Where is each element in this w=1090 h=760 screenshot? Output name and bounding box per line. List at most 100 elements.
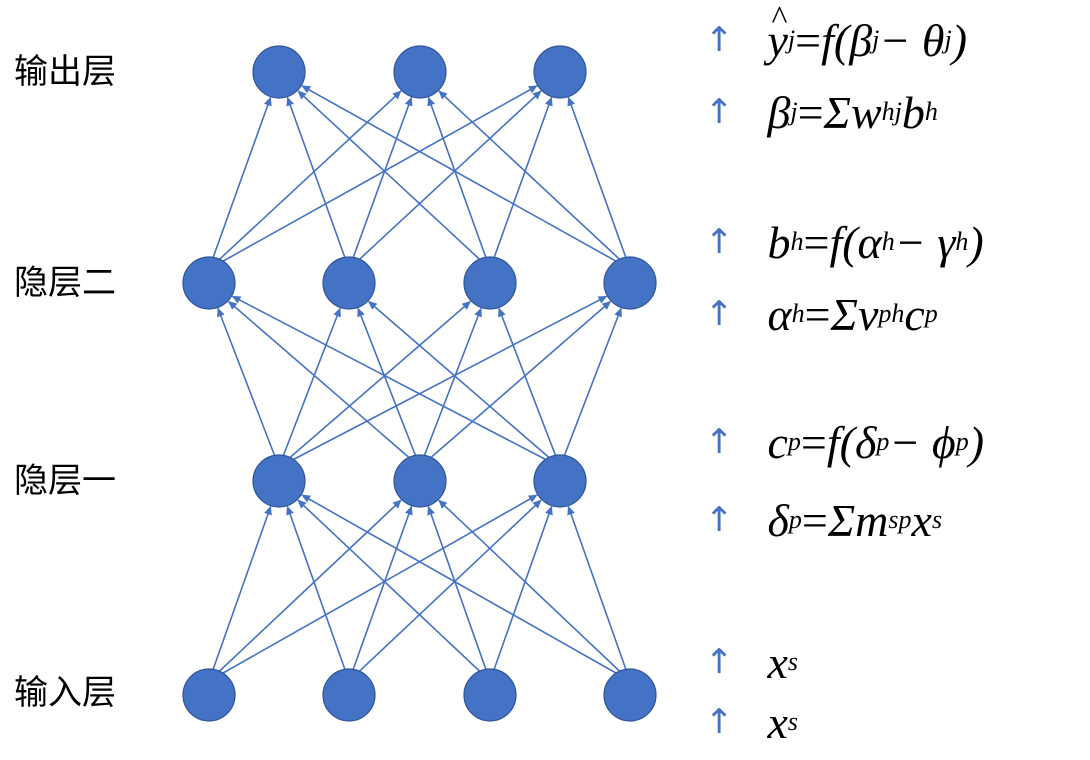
subscript: p: [924, 299, 938, 328]
edge-hidden2-output-1-0: [286, 96, 350, 270]
node-output-2: [533, 45, 587, 99]
edge-hidden2-output-0-0: [208, 96, 272, 270]
formula-part: c: [904, 288, 925, 340]
neurons: [182, 45, 657, 722]
node-hidden2-2: [463, 256, 517, 310]
subscript: h: [955, 227, 969, 256]
formula-part: f(α: [829, 216, 882, 268]
edge-hidden2-output-0-2: [208, 85, 538, 270]
up-arrow-icon: ↑: [705, 20, 734, 60]
formula-part: − ϕ: [889, 416, 956, 468]
connections: [208, 85, 631, 682]
formula-part: x: [767, 696, 788, 748]
formula-part: c: [767, 416, 788, 468]
formula-part: f(δ: [826, 416, 877, 468]
subscript: h: [924, 97, 938, 126]
subscript: s: [931, 505, 943, 534]
subscript: h: [881, 227, 895, 256]
edge-input-hidden1-3-2: [567, 505, 631, 682]
node-hidden2-0: [182, 256, 236, 310]
formula-part: x: [911, 494, 932, 546]
up-arrow-icon: ↑: [705, 500, 734, 540]
node-hidden1-1: [393, 454, 447, 508]
edge-hidden1-hidden2-2-3: [559, 307, 622, 468]
layer-label-output: 输出层: [14, 52, 116, 92]
node-input-1: [322, 668, 376, 722]
node-input-3: [603, 668, 657, 722]
edge-input-hidden1-3-0: [301, 494, 631, 682]
formula-part: δ: [767, 494, 789, 546]
subscript: ph: [878, 299, 905, 328]
subscript: h: [790, 227, 804, 256]
y-hat: y: [768, 0, 788, 67]
formula-part: Σv: [830, 288, 879, 340]
equals: =: [797, 86, 824, 138]
node-hidden1-2: [533, 454, 587, 508]
equals: =: [801, 494, 828, 546]
edge-hidden2-output-1-1: [348, 96, 413, 270]
edge-hidden2-output-3-2: [567, 96, 631, 270]
formula-part: b: [901, 86, 925, 138]
subscript: p: [788, 505, 802, 534]
layer-label-hidden2: 隐层二: [14, 263, 116, 303]
edge-input-hidden1-2-2: [489, 505, 553, 682]
subscript: p: [876, 427, 890, 456]
edge-hidden1-hidden2-0-2: [278, 300, 472, 468]
formula-part: Σw: [823, 86, 882, 138]
up-arrow-icon: ↑: [705, 702, 734, 742]
edge-input-hidden1-1-1: [348, 505, 413, 682]
subscript: j: [787, 25, 796, 54]
formula-part: Σm: [827, 494, 889, 546]
edge-input-hidden1-1-2: [348, 499, 542, 682]
edge-hidden2-output-0-1: [208, 90, 402, 270]
formula-part: f(β: [821, 14, 873, 66]
formula-part: α: [767, 288, 792, 340]
up-arrow-icon: ↑: [705, 642, 734, 682]
formula-output: ↑ yj = f(βj − θj ): [705, 0, 967, 70]
node-input-2: [463, 668, 517, 722]
subscript: s: [787, 707, 799, 736]
subscript: j: [872, 25, 880, 54]
node-output-0: [252, 45, 306, 99]
edge-input-hidden1-3-1: [438, 499, 631, 682]
formula-part: ): [968, 416, 985, 468]
edge-hidden1-hidden2-1-1: [357, 307, 421, 468]
formula-part: − θ: [879, 14, 945, 66]
edge-input-hidden1-0-2: [208, 494, 538, 682]
edge-input-hidden1-0-1: [208, 499, 402, 682]
edge-input-hidden1-0-0: [208, 505, 272, 682]
node-hidden2-3: [603, 256, 657, 310]
subscript: p: [955, 427, 969, 456]
equals: =: [795, 14, 822, 66]
edge-hidden1-hidden2-2-2: [498, 307, 561, 468]
subscript: hj: [881, 97, 902, 126]
node-hidden1-0: [252, 454, 306, 508]
up-arrow-icon: ↑: [705, 92, 734, 132]
up-arrow-icon: ↑: [705, 294, 734, 334]
edge-hidden1-hidden2-0-0: [217, 307, 280, 468]
formula-part: b: [767, 216, 791, 268]
edge-hidden2-output-2-0: [297, 90, 491, 270]
subscript: sp: [888, 505, 912, 534]
edge-hidden1-hidden2-1-3: [419, 300, 612, 468]
edge-hidden2-output-3-0: [301, 85, 631, 270]
subscript: h: [791, 299, 805, 328]
edge-hidden2-output-2-2: [489, 96, 553, 270]
equals: =: [800, 416, 827, 468]
node-input-0: [182, 668, 236, 722]
edge-hidden1-hidden2-2-1: [367, 300, 561, 468]
edge-hidden1-hidden2-0-3: [278, 295, 608, 468]
up-arrow-icon: ↑: [705, 422, 734, 462]
equals: =: [804, 288, 831, 340]
subscript: p: [787, 427, 801, 456]
node-hidden2-1: [322, 256, 376, 310]
edge-input-hidden1-2-1: [427, 505, 491, 682]
formula-part: − γ: [894, 216, 956, 268]
node-output-1: [393, 45, 447, 99]
equals: =: [803, 216, 830, 268]
